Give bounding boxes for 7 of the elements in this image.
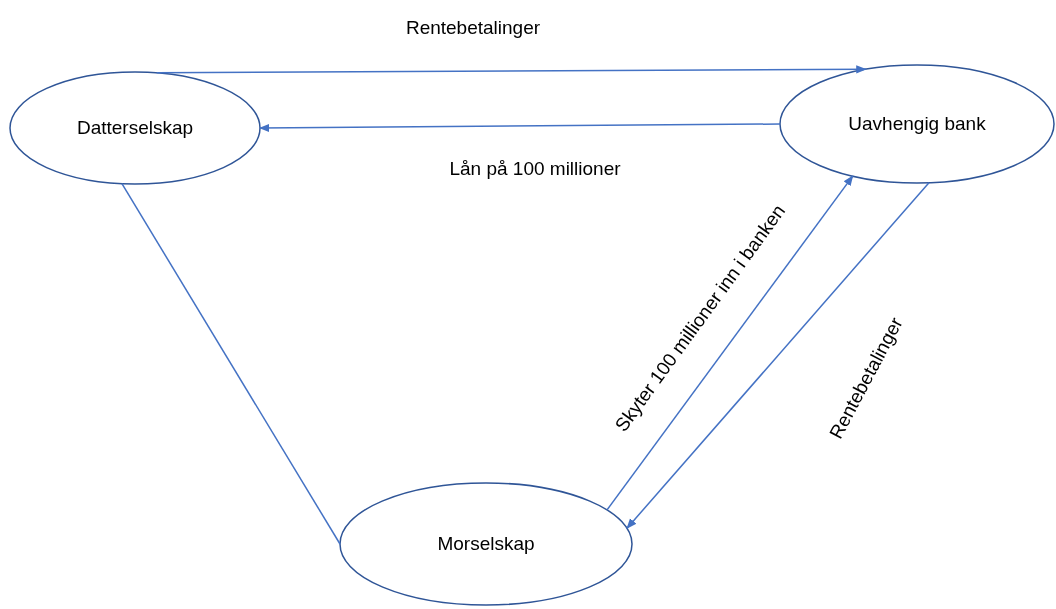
arrow bbox=[626, 182, 930, 529]
node-label: Datterselskap bbox=[76, 115, 194, 140]
node-label: Morselskap bbox=[437, 531, 535, 556]
arrow bbox=[606, 175, 854, 511]
arrow bbox=[258, 123, 781, 133]
node-label: Uavhengig bank bbox=[848, 111, 986, 136]
arrow bbox=[155, 65, 867, 74]
